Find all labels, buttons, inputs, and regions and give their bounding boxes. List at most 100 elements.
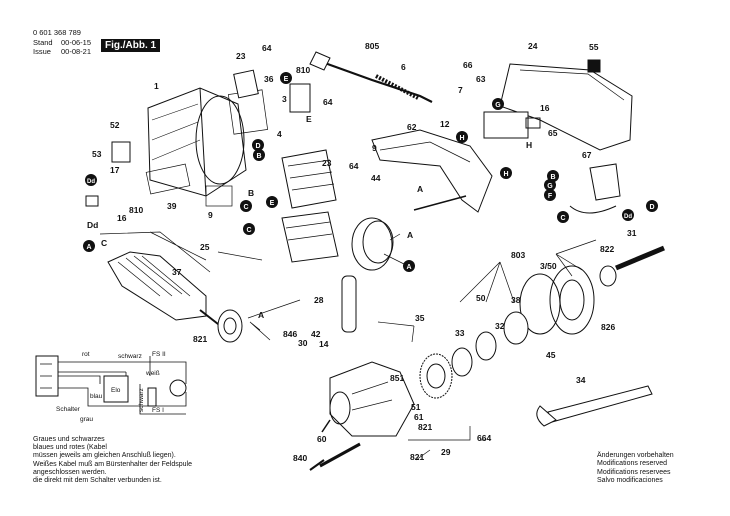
part-label: 36 — [264, 74, 274, 84]
part-label: 821 — [193, 334, 207, 344]
modification-remarks: Änderungen vorbehalten Modifications res… — [597, 452, 674, 486]
part-label: 25 — [200, 242, 210, 252]
part-label: 6 — [401, 62, 406, 72]
callout-b: B — [550, 174, 555, 181]
part-label: 821 — [410, 452, 424, 462]
note-line: müssen jeweils am gleichen Anschluß lieg… — [33, 452, 176, 460]
stand-label: Stand — [33, 38, 53, 47]
part-label: Dd — [87, 220, 98, 230]
part-label: 3/50 — [540, 261, 557, 271]
callout-b: B — [256, 153, 261, 160]
part-label: 14 — [319, 339, 329, 349]
callout-h: H — [459, 135, 464, 142]
wire-label-weiss: weiß — [145, 370, 160, 377]
part-label: 42 — [311, 329, 321, 339]
wire-label-schwarz-vertical: schwarz — [138, 388, 145, 412]
part-label: 64 — [349, 161, 359, 171]
part-label: 62 — [407, 122, 417, 132]
callout-e: E — [284, 76, 289, 83]
part-label: 12 — [440, 119, 450, 129]
part-label: 64 — [323, 97, 333, 107]
part-label: 28 — [314, 295, 324, 305]
part-label: 3 — [282, 94, 287, 104]
part-label: 4 — [277, 129, 282, 139]
callout-h: H — [503, 171, 508, 178]
switch-label: Schalter — [56, 406, 81, 413]
part-label: 37 — [172, 267, 182, 277]
part-label: 23 — [236, 51, 246, 61]
wiring-diagram: rot schwarz weiß blau grau schwarz Elo F… — [56, 351, 166, 423]
part-label: C — [101, 238, 107, 248]
part-label: 840 — [293, 453, 307, 463]
part-label: 55 — [589, 42, 599, 52]
callout-d: D — [649, 204, 654, 211]
callout-f: F — [548, 193, 553, 200]
part-label: 7 — [458, 85, 463, 95]
part-label: 803 — [511, 250, 525, 260]
part-label: H — [526, 140, 532, 150]
wire-label-grau: grau — [80, 416, 93, 423]
figure-label: Fig./Abb. 1 — [101, 39, 161, 52]
issue-label: Issue — [33, 47, 51, 56]
callout-d: D — [255, 143, 260, 150]
component-elo: Elo — [111, 387, 121, 394]
part-label: 63 — [476, 74, 486, 84]
note-line: blaues und rotes (Kabel — [33, 444, 107, 452]
part-label: 822 — [600, 244, 614, 254]
callout-a: A — [86, 244, 91, 251]
wire-label-blau: blau — [90, 393, 103, 400]
part-label: 821 — [418, 422, 432, 432]
callout-a: A — [406, 264, 411, 271]
note-line: Graues und schwarzes — [33, 436, 105, 443]
part-label: 66 — [463, 60, 473, 70]
callout-g: G — [495, 102, 501, 109]
callout-e: E — [270, 200, 275, 207]
callout-g: G — [547, 183, 553, 190]
part-label: 35 — [415, 313, 425, 323]
remark-line: Modifications reserved — [597, 460, 668, 468]
callout-c: C — [560, 215, 565, 222]
part-label: 39 — [167, 201, 177, 211]
part-label: 1 — [154, 81, 159, 91]
part-label: 826 — [601, 322, 615, 332]
component-fs-ii: FS II — [152, 351, 166, 358]
part-label: 16 — [117, 213, 127, 223]
part-label: A — [417, 184, 423, 194]
callout-dd: Dd — [624, 214, 632, 220]
callout-c: C — [246, 227, 251, 234]
remark-line: Salvo modificaciones — [597, 477, 663, 485]
part-label: A — [258, 310, 264, 320]
part-label: 34 — [576, 375, 586, 385]
part-label: 38 — [511, 295, 521, 305]
part-label: 9 — [372, 143, 377, 153]
component-fs-i: FS I — [152, 407, 164, 414]
part-label: 17 — [110, 165, 120, 175]
part-label: 31 — [627, 228, 637, 238]
part-label: 30 — [298, 338, 308, 348]
part-label: 664 — [477, 433, 491, 443]
wire-label-schwarz: schwarz — [118, 353, 142, 360]
part-label: 51 — [411, 402, 421, 412]
stand-value: 00-06-15 — [61, 38, 92, 47]
part-label: 29 — [441, 447, 451, 457]
part-label: 24 — [528, 41, 538, 51]
part-label: 9 — [208, 210, 213, 220]
part-label: 52 — [110, 120, 120, 130]
part-label: 64 — [262, 43, 272, 53]
note-line: die direkt mit dem Schalter verbunden is… — [33, 477, 162, 485]
remark-line: Änderungen vorbehalten — [597, 452, 674, 459]
remark-line: Modifications reservees — [597, 468, 671, 476]
part-label: A — [407, 230, 413, 240]
part-label: E — [306, 114, 312, 124]
part-label: 67 — [582, 150, 592, 160]
part-label: 44 — [371, 173, 381, 183]
part-label: 16 — [540, 103, 550, 113]
document-number: 0 601 368 789 — [33, 28, 81, 37]
part-label: 851 — [390, 373, 404, 383]
part-label: 805 — [365, 41, 379, 51]
part-label: 53 — [92, 149, 102, 159]
issue-value: 00-08-21 — [61, 47, 92, 56]
part-label: 846 — [283, 329, 297, 339]
part-label: 33 — [455, 328, 465, 338]
